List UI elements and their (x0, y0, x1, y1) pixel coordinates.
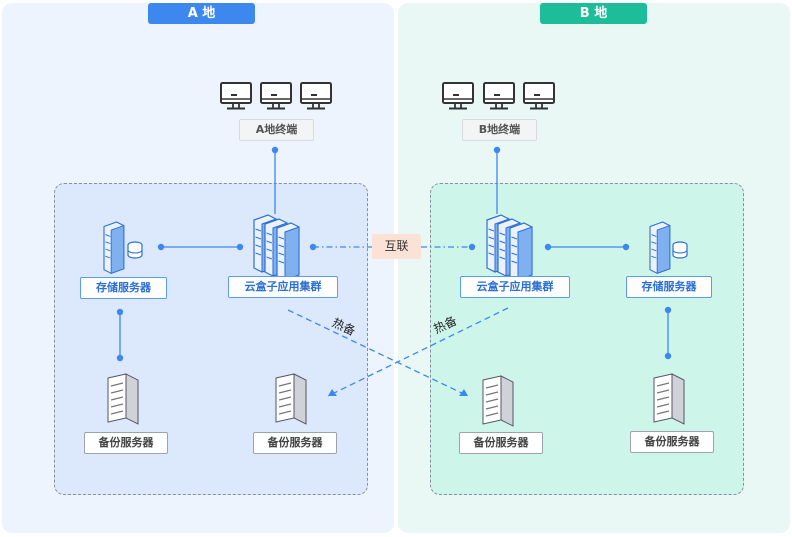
terminals-a (220, 82, 332, 110)
terminal-a-label: A地终端 (239, 119, 314, 141)
connector-lines (119, 150, 669, 397)
backup-server-icon (482, 375, 514, 427)
cluster-server-icon (253, 214, 300, 281)
backup-server-icon (107, 373, 139, 425)
backup-server-b2-label: 备份服务器 (630, 431, 714, 453)
backup-server-a1-label: 备份服务器 (84, 432, 168, 454)
terminals-b (442, 82, 555, 110)
app-cluster-b-label: 云盒子应用集群 (460, 276, 570, 298)
monitor-icon (300, 82, 332, 110)
monitor-icon (483, 82, 515, 110)
interconnect-label: 互联 (372, 234, 421, 259)
cluster-server-icon (486, 214, 533, 281)
backup-server-b1-label: 备份服务器 (459, 432, 543, 454)
monitor-icon (220, 82, 252, 110)
terminal-b-label: B地终端 (462, 119, 537, 141)
storage-server-icon (649, 221, 688, 274)
backup-server-a2-label: 备份服务器 (253, 432, 337, 454)
storage-server-icon (103, 221, 143, 274)
storage-server-a-label: 存储服务器 (80, 277, 167, 299)
zone-a-title: A 地 (148, 3, 255, 24)
monitor-icon (442, 82, 474, 110)
backup-server-icon (275, 373, 307, 425)
zone-b-title: B 地 (540, 3, 647, 24)
app-cluster-a-label: 云盒子应用集群 (228, 276, 338, 298)
monitor-icon (523, 82, 555, 110)
storage-server-b-label: 存储服务器 (626, 276, 712, 298)
connector-dots (116, 146, 672, 396)
monitor-icon (260, 82, 292, 110)
backup-server-icon (653, 373, 685, 425)
